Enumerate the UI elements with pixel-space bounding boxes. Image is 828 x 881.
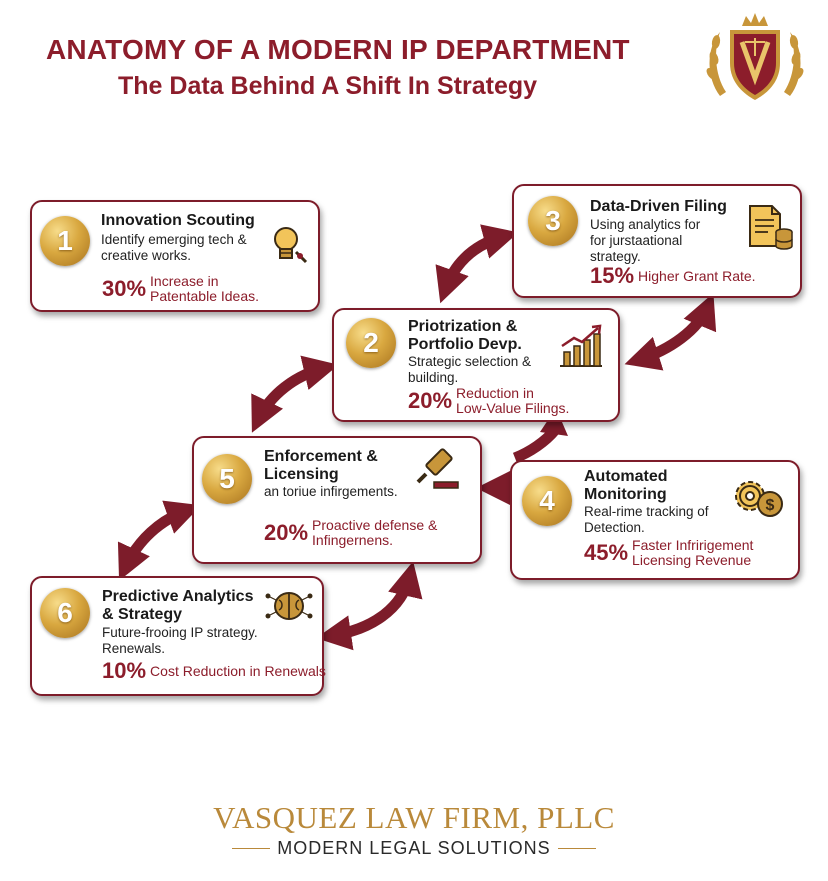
step-title-line2: Monitoring <box>584 486 667 503</box>
page-title: ANATOMY OF A MODERN IP DEPARTMENT <box>46 34 630 65</box>
step-description: Strategic selection & <box>408 354 532 369</box>
growth-chart-icon <box>560 324 602 367</box>
arrow-3-to-4 <box>624 293 717 371</box>
stat-label: Higher Grant Rate. <box>638 267 756 284</box>
arrow-4-to-2 <box>512 426 560 464</box>
step-title-line2: Portfolio Devp. <box>408 336 522 353</box>
step-description-line2: Renewals. <box>102 641 166 656</box>
step-number-badge: 6 <box>40 588 90 638</box>
tagline-rule-right <box>558 848 596 849</box>
step-description: an toriue infirgements. <box>264 484 398 499</box>
gear-dollar-icon: $ <box>735 481 783 517</box>
lightbulb-icon <box>274 227 308 264</box>
step-title-line2: Licensing <box>264 466 339 483</box>
stat-value: 45% <box>584 540 629 565</box>
stat-label: Proactive defense &Infingernens. <box>312 517 438 548</box>
page-subtitle: The Data Behind A Shift In Strategy <box>118 72 538 100</box>
step-card-predictive-analytics: 6 Predictive Analytics & Strategy Future… <box>30 576 326 696</box>
arrow-6-to-5 <box>316 561 423 651</box>
firm-name: VASQUEZ LAW FIRM, PLLC <box>213 800 615 835</box>
step-description-line2: Detection. <box>584 520 645 535</box>
step-description-line2: for jurstaational <box>590 233 683 248</box>
stat-value: 20% <box>264 520 309 545</box>
stat-value: 20% <box>408 388 453 413</box>
step-description: Real-rime tracking of <box>584 504 709 519</box>
step-stat: 20% Proactive defense &Infingernens. <box>264 518 437 548</box>
step-description: Identify emerging tech & <box>101 232 247 247</box>
stat-value: 15% <box>590 263 635 288</box>
step-card-innovation-scouting: 1 Innovation Scouting Identify emerging … <box>30 200 320 312</box>
step-card-prioritization: 2 Priotrization & Portfolio Devp. Strate… <box>332 308 620 422</box>
law-firm-crest-logo <box>706 13 804 100</box>
step-title: Predictive Analytics <box>102 588 254 605</box>
step-stat: 10% Cost Reduction in Renewals <box>102 658 326 684</box>
svg-text:$: $ <box>766 497 775 514</box>
step-title: Data-Driven Filing <box>590 198 727 215</box>
step-description: Using analytics for <box>590 217 701 232</box>
tagline-rule-left <box>232 848 270 849</box>
step-title: Automated <box>584 468 668 485</box>
step-number-badge: 3 <box>528 196 578 246</box>
step-title-line2: & Strategy <box>102 606 183 623</box>
step-number-badge: 2 <box>346 318 396 368</box>
arrow-5-to-6 <box>117 500 202 581</box>
step-description: Future-frooing IP strategy. <box>102 625 258 640</box>
step-card-enforcement-licensing: 5 Enforcement & Licensing an toriue infi… <box>192 436 482 564</box>
step-title: Innovation Scouting <box>101 212 255 229</box>
step-card-automated-monitoring: 4 Automated Monitoring Real-rime trackin… <box>510 460 800 580</box>
gavel-icon <box>416 448 459 489</box>
step-title: Enforcement & <box>264 448 378 465</box>
brain-network-icon <box>265 592 313 620</box>
stat-value: 30% <box>102 276 147 301</box>
stat-value: 10% <box>102 658 147 683</box>
step-title: Priotrization & <box>408 318 518 335</box>
stat-label: Cost Reduction in Renewals <box>150 662 326 679</box>
step-description-line2: building. <box>408 370 459 385</box>
step-number-badge: 4 <box>522 476 572 526</box>
step-stat: 15% Higher Grant Rate. <box>590 263 756 289</box>
step-card-data-driven-filing: 3 Data-Driven Filing Using analytics for… <box>512 184 802 298</box>
step-description-line2: creative works. <box>101 248 192 263</box>
document-database-icon <box>749 205 793 250</box>
step-number-badge: 5 <box>202 454 252 504</box>
step-number-badge: 1 <box>40 216 90 266</box>
firm-tagline: MODERN LEGAL SOLUTIONS <box>277 838 551 858</box>
arrow-2-to-5 <box>251 355 339 433</box>
arrow-2-to-3 <box>435 224 519 304</box>
step-description-line3: strategy. <box>590 249 641 264</box>
